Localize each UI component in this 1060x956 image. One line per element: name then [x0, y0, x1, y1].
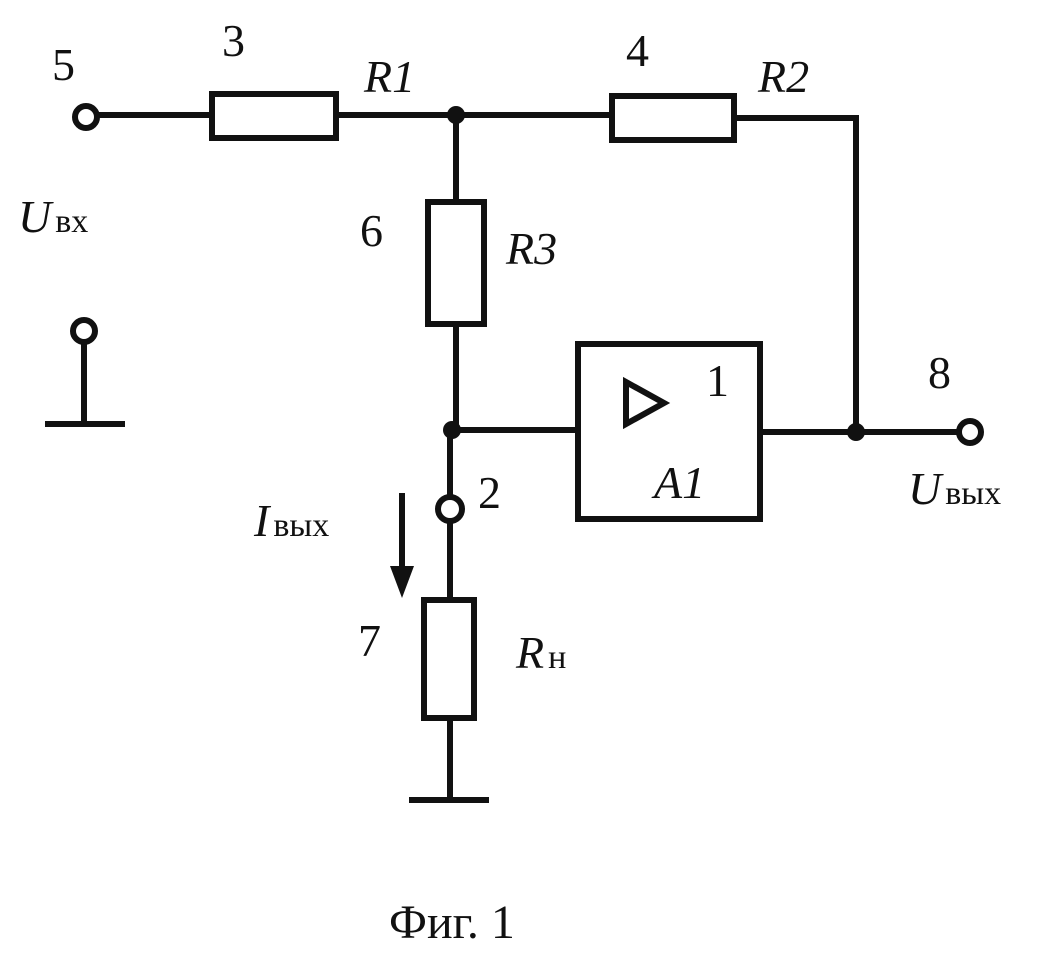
resistor-r3 [425, 199, 487, 327]
terminal-ref [70, 317, 98, 345]
label-load-sub: н [548, 639, 566, 676]
label-r1-name: R1 [363, 51, 415, 102]
label-r3-ref: 6 [360, 205, 383, 256]
label-terminal-in: 5 [52, 39, 75, 90]
label-load-symbol: R [515, 627, 544, 678]
terminal-2 [435, 494, 465, 524]
figure-caption: Фиг. 1 [389, 896, 515, 949]
junction-middle [443, 421, 461, 439]
label-u-in-sub: вх [55, 203, 88, 240]
terminal-output [956, 418, 984, 446]
label-u-out-sub: вых [945, 475, 1001, 512]
junction-top [447, 106, 465, 124]
label-amp-ref: 1 [706, 355, 729, 406]
triangle-amplifier-icon [623, 376, 671, 430]
resistor-r1 [209, 91, 339, 141]
resistor-load [421, 597, 477, 721]
label-r2-ref: 4 [626, 25, 649, 76]
label-i-out-sub: вых [273, 507, 329, 544]
amplifier-block [575, 341, 763, 522]
label-amp-name: A1 [651, 457, 705, 508]
label-u-in-symbol: U [18, 191, 54, 242]
label-terminal-out: 8 [928, 347, 951, 398]
resistor-r2 [609, 93, 737, 143]
label-r2-name: R2 [757, 51, 809, 102]
terminal-input [72, 103, 100, 131]
junction-output [847, 423, 865, 441]
label-r3-name: R3 [505, 223, 557, 274]
label-r1-ref: 3 [222, 15, 245, 66]
wires [81, 112, 963, 803]
wire-r2-feedback [731, 115, 859, 435]
label-load-ref: 7 [358, 615, 381, 666]
label-u-out-symbol: U [908, 463, 944, 514]
arrow-down-icon [390, 566, 414, 598]
label-node-2: 2 [478, 467, 501, 518]
label-i-out-symbol: I [253, 495, 272, 546]
